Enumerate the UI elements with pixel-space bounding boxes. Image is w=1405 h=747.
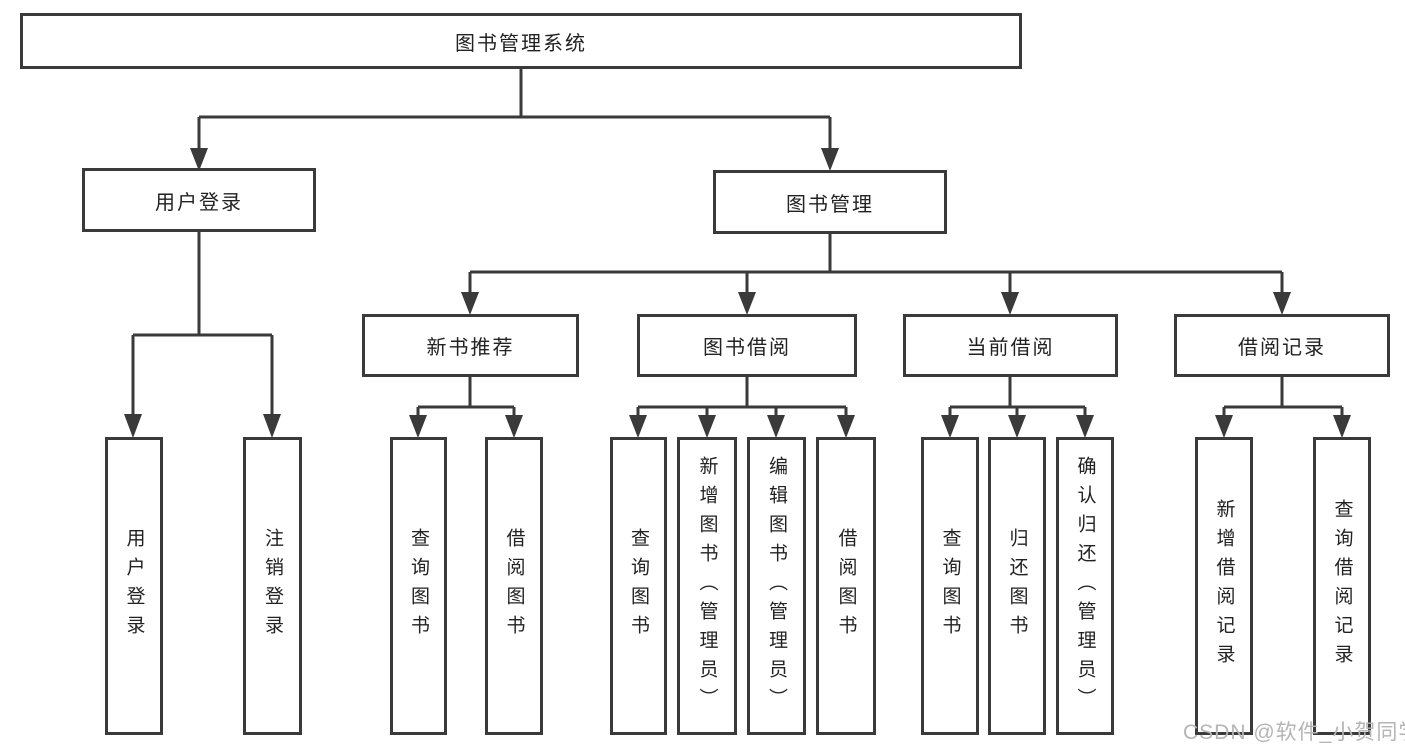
leaf-bb-add-book-admin: 新增图书（管理员）	[677, 437, 737, 735]
leaf-nbr-query-book: 查询图书	[390, 437, 447, 735]
leaf-nbr-borrow-book: 借阅图书	[485, 437, 543, 735]
csdn-watermark: CSDN @软件_小贺同学	[1183, 721, 1405, 744]
leaf-br-add-record: 新增借阅记录	[1195, 437, 1253, 735]
leaf-cb-confirm-return-admin: 确认归还（管理员）	[1056, 437, 1114, 735]
leaf-cb-return-book: 归还图书	[988, 437, 1046, 735]
node-root-library-management-system: 图书管理系统	[20, 13, 1022, 69]
node-book-management: 图书管理	[713, 170, 947, 234]
leaf-bb-query-book: 查询图书	[610, 437, 667, 735]
node-book-borrow: 图书借阅	[637, 314, 857, 377]
leaf-bb-borrow-book: 借阅图书	[816, 437, 876, 735]
leaf-user-login: 用户登录	[105, 437, 163, 735]
node-borrow-records: 借阅记录	[1174, 314, 1390, 377]
leaf-br-query-record: 查询借阅记录	[1313, 437, 1371, 735]
leaf-bb-edit-book-admin: 编辑图书（管理员）	[747, 437, 806, 735]
leaf-logout: 注销登录	[243, 437, 302, 735]
leaf-cb-query-book: 查询图书	[921, 437, 979, 735]
node-new-book-recommend: 新书推荐	[362, 314, 579, 377]
node-user-login: 用户登录	[82, 168, 316, 232]
node-current-borrow: 当前借阅	[903, 314, 1118, 377]
